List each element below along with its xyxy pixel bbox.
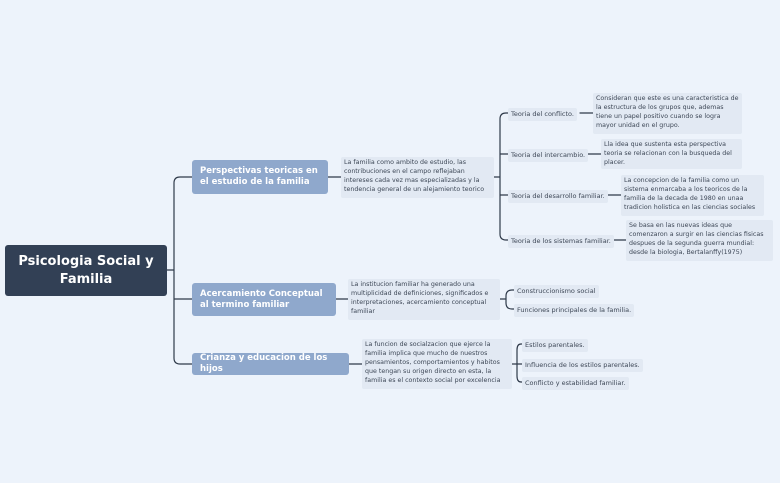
topic-teoria-intercambio-detail: Lla idea que sustenta esta perspectiva t… xyxy=(601,139,742,169)
branch-3-description: La funcion de socialzacion que ejerce la… xyxy=(362,339,512,389)
topic-conflicto-estabilidad[interactable]: Conflicto y estabilidad familiar. xyxy=(522,377,629,390)
topic-teoria-desarrollo-familiar-detail: La concepcion de la familia como un sist… xyxy=(621,175,764,216)
root-node[interactable]: Psicologia Social y Familia xyxy=(5,245,167,296)
branch-2-description: La institucion familiar ha generado una … xyxy=(348,279,500,320)
connector-desc-2-children xyxy=(499,289,515,310)
topic-construccionismo-social[interactable]: Construccionismo social xyxy=(514,285,599,298)
connector-desc-1-theories xyxy=(493,112,509,241)
topic-teoria-sistemas-familiar-detail: Se basa en las nuevas ideas que comenzar… xyxy=(626,220,773,261)
topic-funciones-familia[interactable]: Funciones principales de la familia. xyxy=(514,304,635,317)
connector-root-branches xyxy=(166,176,193,365)
branch-acercamiento-conceptual[interactable]: Acercamiento Conceptual al termino famil… xyxy=(192,283,336,316)
branch-crianza-educacion[interactable]: Crianza y educacion de los hijos xyxy=(192,353,349,375)
connector-desc-3-children xyxy=(511,343,523,383)
topic-teoria-sistemas-familiar[interactable]: Teoria de los sistemas familiar. xyxy=(508,235,614,248)
topic-teoria-intercambio[interactable]: Teoria del intercambio. xyxy=(508,149,589,162)
topic-teoria-conflicto-detail: Consideran que este es una caracteristic… xyxy=(593,93,742,134)
topic-teoria-conflicto[interactable]: Teoria del conflicto. xyxy=(508,108,577,121)
topic-estilos-parentales[interactable]: Estilos parentales. xyxy=(522,339,588,352)
branch-1-description: La familia como ambito de estudio, las c… xyxy=(341,157,494,198)
topic-influencia-estilos[interactable]: Influencia de los estilos parentales. xyxy=(522,359,643,372)
topic-teoria-desarrollo-familiar[interactable]: Teoria del desarrollo familiar. xyxy=(508,190,608,203)
branch-perspectivas-teoricas[interactable]: Perspectivas teoricas en el estudio de l… xyxy=(192,160,328,194)
